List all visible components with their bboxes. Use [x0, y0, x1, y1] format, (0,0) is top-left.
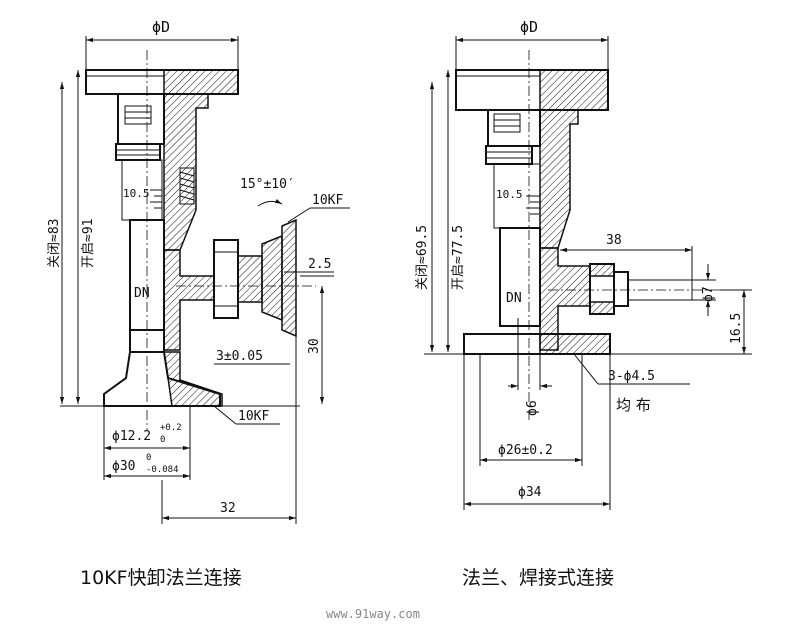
left-angle-label: 15°±10′ [240, 177, 295, 192]
left-knurled-sleeve [115, 143, 161, 161]
right-dn-label: DN [506, 291, 522, 306]
right-dimensions: ϕD 关闭≈69.5 开启≈77.5 38 ϕ7 16.5 3-ϕ4.5 均 布… [415, 18, 752, 510]
left-dim-30: 30 [307, 338, 322, 354]
left-phi12-upper: +0.2 [160, 423, 182, 433]
right-holes-note: 均 布 [616, 396, 651, 414]
right-dim-16-5: 16.5 [729, 313, 744, 344]
left-phi12-main: ϕ12.2 [112, 429, 151, 444]
right-dia-label: ϕD [520, 18, 538, 36]
right-body-section-upper [539, 109, 579, 249]
left-dim-2-5: 2.5 [308, 257, 331, 272]
left-dim-32: 32 [220, 501, 236, 516]
left-valve-drawing: 10.5 DN [60, 50, 316, 430]
right-caption: 法兰、焊接式连接 [462, 567, 614, 589]
left-close-height: 关闭≈83 [47, 219, 62, 268]
right-valve-drawing: 10.5 DN [455, 50, 720, 420]
watermark-text: www.91way.com [326, 607, 420, 621]
right-knurled-sleeve [485, 145, 533, 165]
left-open-height: 开启≈91 [81, 219, 96, 268]
left-lock-screw [124, 105, 152, 125]
left-dn-label: DN [134, 286, 150, 301]
right-phi6: ϕ6 [525, 400, 540, 416]
left-dia-label: ϕD [152, 18, 170, 36]
right-scale-number: 10.5 [496, 188, 523, 201]
left-kf-flange-lip [281, 218, 297, 338]
left-flange-bottom-label: 10KF [238, 409, 269, 424]
left-caption: 10KF快卸法兰连接 [80, 567, 242, 589]
right-body [499, 227, 541, 327]
left-handwheel-section [163, 69, 239, 95]
left-phi30-lower: -0.084 [146, 465, 179, 475]
left-dim-3: 3±0.05 [216, 349, 263, 364]
left-side-fitting [237, 255, 263, 303]
left-body-section-lower [163, 249, 215, 351]
left-kf-flange-side [261, 234, 283, 322]
right-bonnet [487, 109, 541, 147]
right-close-height: 关闭≈69.5 [415, 225, 430, 290]
right-holes: 3-ϕ4.5 [608, 369, 655, 384]
right-dim-38: 38 [606, 233, 622, 248]
left-scale-number: 10.5 [123, 187, 150, 200]
right-open-height: 开启≈77.5 [451, 225, 466, 290]
left-spring [179, 167, 195, 205]
left-dimensions: ϕD 关闭≈83 开启≈91 15°±10′ 10KF 2.5 30 3±0.0… [47, 18, 350, 524]
right-lock-screw [493, 113, 521, 133]
right-phi34: ϕ34 [518, 485, 542, 500]
left-flange-side-label: 10KF [312, 193, 343, 208]
left-phi30-main: ϕ30 [112, 459, 135, 474]
right-handwheel-section [539, 69, 609, 111]
right-phi26: ϕ26±0.2 [498, 443, 553, 458]
left-phi12-lower: 0 [160, 435, 165, 445]
left-body-section-upper [163, 93, 209, 251]
right-phi7: ϕ7 [701, 286, 716, 302]
left-phi30-upper: 0 [146, 453, 151, 463]
